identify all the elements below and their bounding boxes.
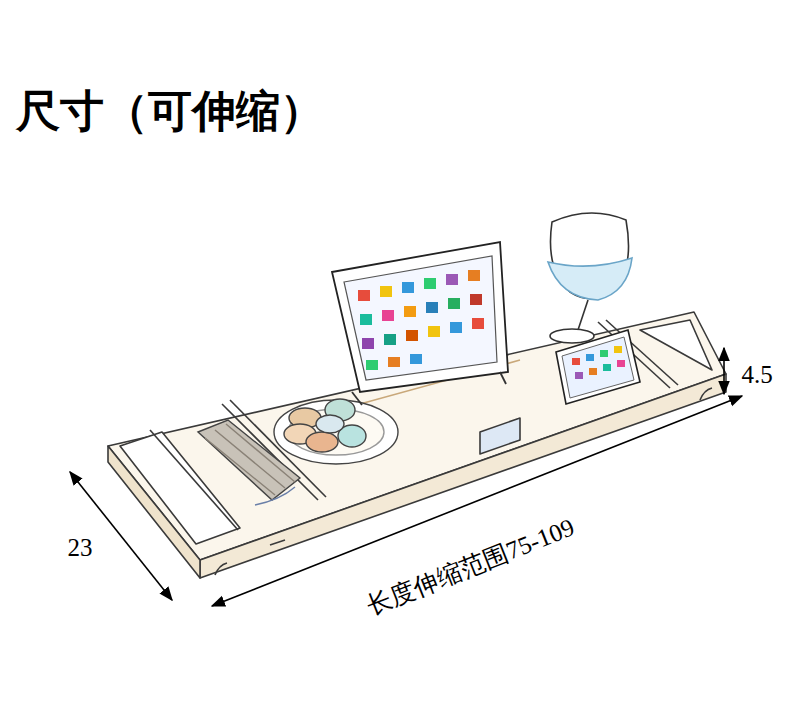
- wine-glass: [548, 213, 632, 343]
- height-dimension-label: 4.5: [741, 361, 772, 389]
- diagram-title: 尺寸（可伸缩）: [16, 82, 324, 141]
- phone: [556, 330, 640, 404]
- length-dimension-label: 长度伸缩范围75-109: [361, 510, 578, 622]
- plate-of-macarons: [274, 399, 398, 464]
- dimension-lines: [70, 348, 742, 606]
- tablet: [332, 242, 508, 405]
- height-dimension: [723, 348, 725, 394]
- width-dimension-label: 23: [68, 534, 93, 562]
